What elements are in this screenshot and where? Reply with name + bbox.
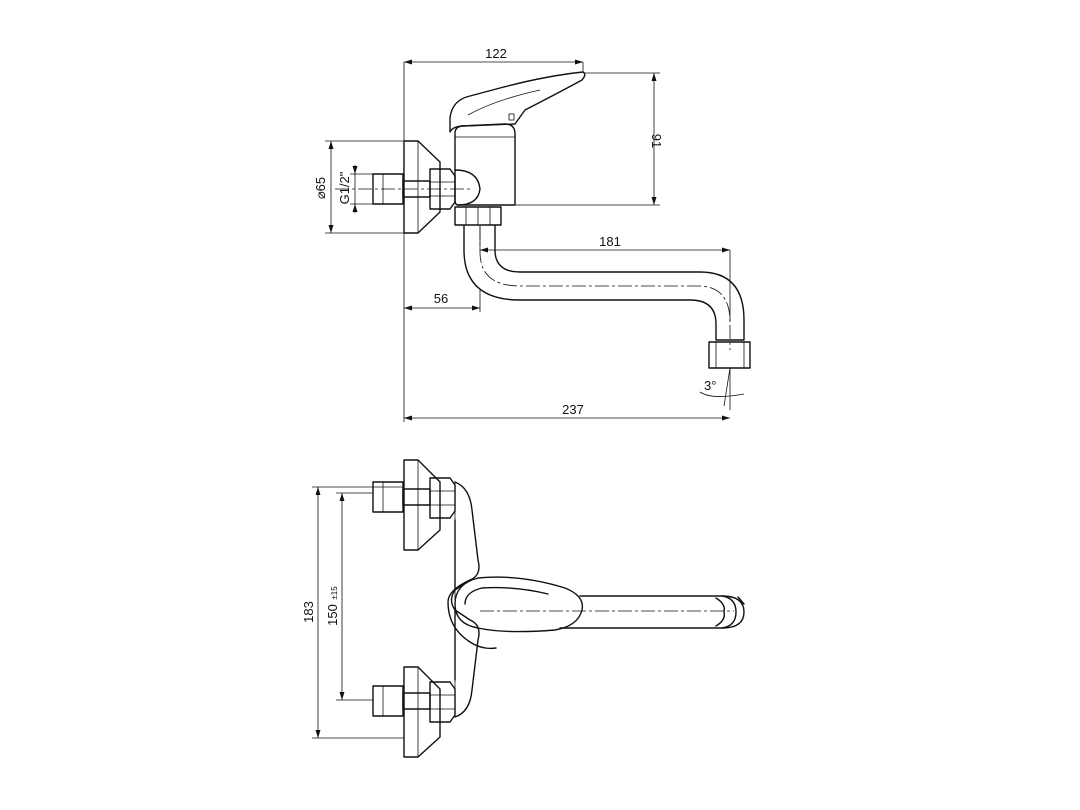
- dim-angle: 3°: [704, 378, 716, 393]
- dim-height-right: 91: [649, 134, 664, 148]
- dimension-56: 56: [404, 290, 481, 312]
- faucet-body: [454, 123, 516, 206]
- spout-centerline: [479, 226, 731, 350]
- spout: [463, 225, 745, 341]
- side-view: 3° 122 91 ⌀65: [313, 46, 751, 422]
- dim-center-spacing: 150: [325, 604, 340, 626]
- central-body: [447, 579, 497, 650]
- dimension-91: 91: [515, 72, 664, 206]
- dim-total-length: 237: [562, 402, 584, 417]
- dimension-thread: G1/2": [337, 165, 373, 213]
- lower-hex-nut: [429, 681, 456, 723]
- dim-spout-offset: 56: [434, 291, 448, 306]
- dimension-183: 183: [301, 486, 404, 739]
- wall-flange: [403, 140, 441, 234]
- dim-outer-height: 183: [301, 601, 316, 623]
- upper-inlet-connector: [372, 481, 404, 513]
- top-view: 183 150 ±15: [301, 459, 745, 758]
- dim-spout-reach: 181: [599, 234, 621, 249]
- upper-hex-nut: [429, 477, 456, 519]
- lever-handle-top: [454, 576, 584, 633]
- dim-thread: G1/2": [337, 171, 352, 204]
- dim-width-top: 122: [485, 46, 507, 61]
- lower-flange: [403, 666, 441, 758]
- dimension-237: 237: [404, 402, 730, 421]
- spout-top: [559, 595, 745, 629]
- aerator: [708, 341, 751, 369]
- dimension-150: 150 ±15: [325, 492, 373, 701]
- dimension-122: 122: [403, 46, 584, 140]
- dimension-181: 181: [479, 226, 731, 322]
- angle-arc: [699, 391, 745, 397]
- dim-tolerance: ±15: [330, 586, 339, 600]
- dimension-flange-diameter: ⌀65: [313, 140, 404, 234]
- lever-handle: [449, 71, 586, 133]
- lower-inlet-connector: [372, 685, 404, 717]
- dim-flange-diameter: ⌀65: [313, 177, 328, 199]
